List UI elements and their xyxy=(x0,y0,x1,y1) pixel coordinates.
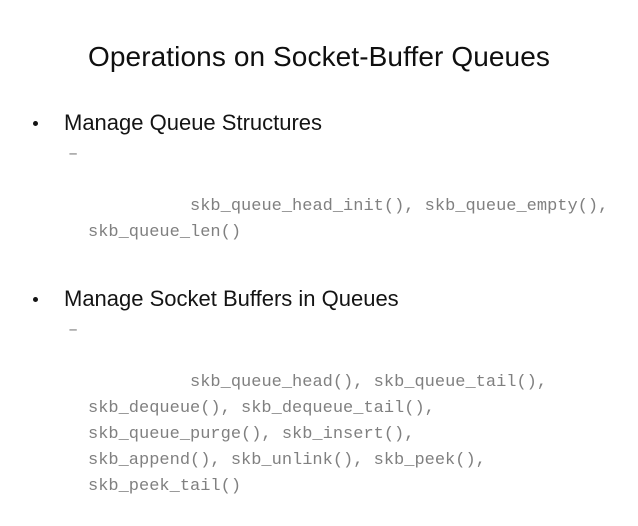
bullet-section-manage-socket-buffers: Manage Socket Buffers in Queues – skb_qu… xyxy=(0,284,638,526)
slide-content: Manage Queue Structures – skb_queue_head… xyxy=(0,108,638,526)
dash-marker-icon: – xyxy=(68,145,79,164)
page-title: Operations on Socket-Buffer Queues xyxy=(87,41,551,72)
list-item: – skb_queue_head_init(), skb_queue_empty… xyxy=(0,142,638,272)
section-spacer xyxy=(0,272,638,284)
bullet-heading: Manage Queue Structures xyxy=(0,108,638,138)
bullet-dot-icon xyxy=(33,297,38,302)
slide-canvas: Operations on Socket-Buffer Queues Manag… xyxy=(33,41,609,496)
dash-marker-icon: – xyxy=(68,321,79,340)
sub-item-list: – skb_queue_head(), skb_queue_tail(), sk… xyxy=(0,318,638,526)
list-item: – skb_queue_head(), skb_queue_tail(), sk… xyxy=(0,318,638,526)
bullet-dot-icon xyxy=(33,121,38,126)
bullet-section-manage-queue-structures: Manage Queue Structures – skb_queue_head… xyxy=(0,108,638,272)
sub-item-list: – skb_queue_head_init(), skb_queue_empty… xyxy=(0,142,638,272)
bullet-heading: Manage Socket Buffers in Queues xyxy=(0,284,638,314)
code-text: skb_queue_head_init(), skb_queue_empty()… xyxy=(88,197,609,242)
bullet-heading-label: Manage Queue Structures xyxy=(64,110,323,135)
bullet-heading-label: Manage Socket Buffers in Queues xyxy=(64,286,399,311)
